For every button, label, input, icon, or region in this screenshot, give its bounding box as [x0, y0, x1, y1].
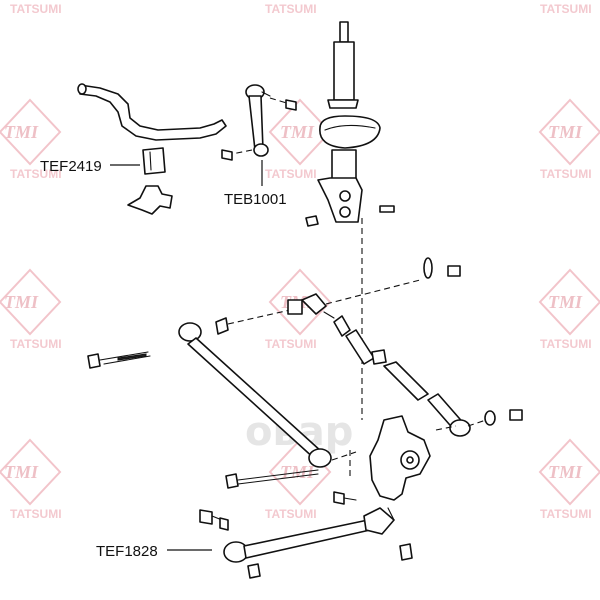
- svg-text:TMI: TMI: [4, 462, 39, 482]
- watermark-logo: TMI: [538, 268, 600, 336]
- watermark-brand: TATSUMI: [10, 507, 62, 521]
- watermark-brand: TATSUMI: [265, 2, 317, 16]
- stabilizer-bracket: [127, 185, 173, 215]
- watermark-brand: TATSUMI: [540, 2, 592, 16]
- watermark-logo: TMI: [0, 98, 62, 166]
- watermark-logo: TMI: [0, 438, 62, 506]
- watermark-brand: TATSUMI: [540, 337, 592, 351]
- watermark-brand: TATSUMI: [10, 337, 62, 351]
- watermark-brand: TATSUMI: [540, 507, 592, 521]
- svg-text:TMI: TMI: [548, 462, 583, 482]
- label-tef2419: TEF2419: [40, 158, 102, 175]
- stabilizer-link: [221, 84, 297, 161]
- bolt: [199, 509, 229, 531]
- strut-assembly: [305, 21, 395, 420]
- bolt: [87, 351, 151, 369]
- stabilizer-bushing: [142, 147, 166, 175]
- lateral-link: [383, 361, 523, 437]
- watermark-brand: TATSUMI: [265, 337, 317, 351]
- stabilizer-bar: [77, 83, 227, 141]
- svg-text:TMI: TMI: [280, 462, 315, 482]
- label-tef1828: TEF1828: [96, 543, 158, 560]
- svg-text:TMI: TMI: [4, 122, 39, 142]
- watermark-brand: TATSUMI: [10, 167, 62, 181]
- lower-arm: [223, 507, 413, 579]
- svg-text:TMI: TMI: [280, 122, 315, 142]
- trailing-arm: [178, 299, 357, 468]
- bolt: [225, 469, 319, 489]
- watermark-brand: TATSUMI: [10, 2, 62, 16]
- watermark-logo: TMI: [0, 268, 62, 336]
- watermark-brand: TATSUMI: [265, 507, 317, 521]
- watermark-brand: TATSUMI: [540, 167, 592, 181]
- watermark-brand: TATSUMI: [265, 167, 317, 181]
- svg-text:TMI: TMI: [4, 292, 39, 312]
- watermark-logo: TMI: [538, 98, 600, 166]
- watermark-logo: TMI: [268, 98, 332, 166]
- knuckle: [349, 415, 457, 501]
- svg-text:TMI: TMI: [548, 122, 583, 142]
- watermark-logo: TMI: [538, 438, 600, 506]
- upper-arm-hardware: [301, 257, 461, 365]
- bolt: [333, 491, 357, 505]
- svg-text:TMI: TMI: [548, 292, 583, 312]
- label-teb1001: TEB1001: [224, 191, 287, 208]
